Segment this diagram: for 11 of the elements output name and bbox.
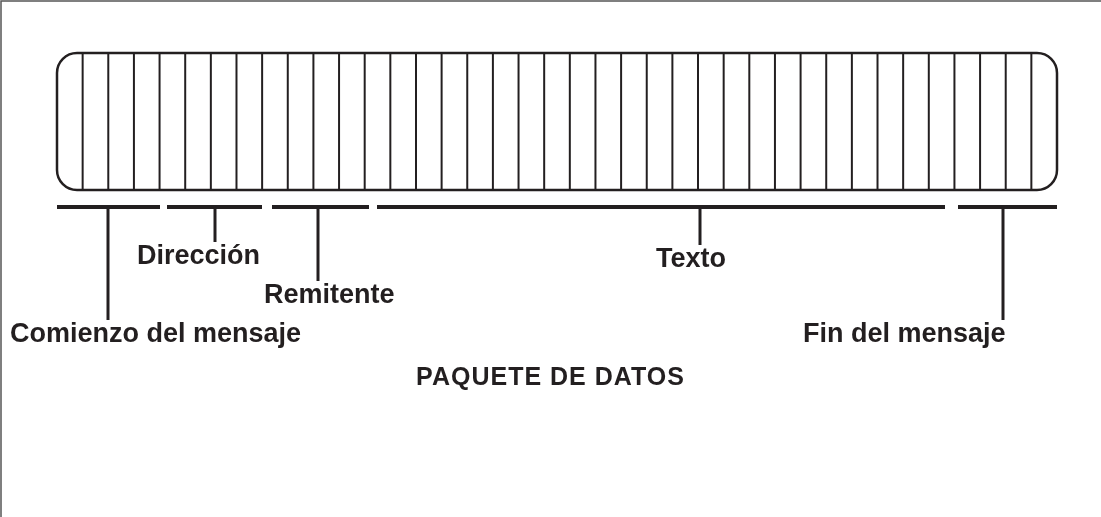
leader-line [698,209,702,245]
part-label: Fin del mensaje [803,318,1006,348]
caption: PAQUETE DE DATOS [415,362,686,391]
leader-line [213,209,217,242]
part-label: Dirección [137,240,261,270]
leader-line [316,209,320,281]
part-label: Texto [656,243,726,273]
part-label: Remitente [264,279,395,309]
leader-line [106,209,110,320]
part-label: Comienzo del mensaje [10,318,302,348]
leader-line [1001,209,1005,320]
